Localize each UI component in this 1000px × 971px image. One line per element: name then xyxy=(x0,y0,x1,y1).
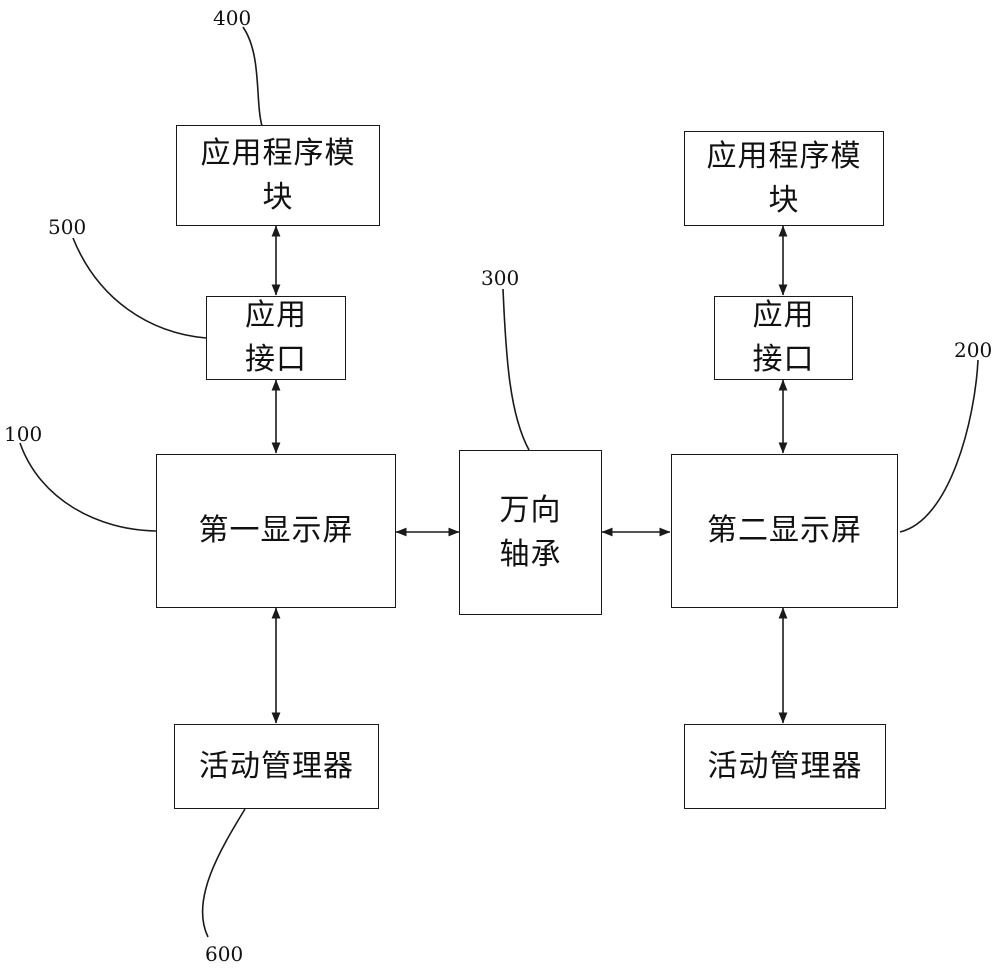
ref-300: 300 xyxy=(481,266,520,290)
right-app-module-box: 应用程序模块 xyxy=(684,131,884,226)
ref-600: 600 xyxy=(205,942,244,966)
left-app-interface-box: 应用接口 xyxy=(206,296,346,380)
leader-100 xyxy=(19,442,157,532)
ref-500: 500 xyxy=(48,215,87,239)
left-activity-manager-box: 活动管理器 xyxy=(174,724,379,809)
first-display-box: 第一显示屏 xyxy=(156,454,396,608)
leader-500 xyxy=(72,237,207,339)
leader-600 xyxy=(201,808,246,938)
left-app-module-box: 应用程序模块 xyxy=(176,125,380,226)
second-display-box: 第二显示屏 xyxy=(671,454,898,608)
ref-200: 200 xyxy=(954,338,993,362)
leader-200 xyxy=(899,359,979,533)
leader-300 xyxy=(502,288,530,451)
ref-400: 400 xyxy=(213,6,252,30)
right-activity-manager-box: 活动管理器 xyxy=(684,724,886,809)
ref-100: 100 xyxy=(4,422,43,446)
leader-400 xyxy=(242,26,263,127)
universal-bearing-box: 万向轴承 xyxy=(459,450,602,615)
right-app-interface-box: 应用接口 xyxy=(714,296,853,380)
